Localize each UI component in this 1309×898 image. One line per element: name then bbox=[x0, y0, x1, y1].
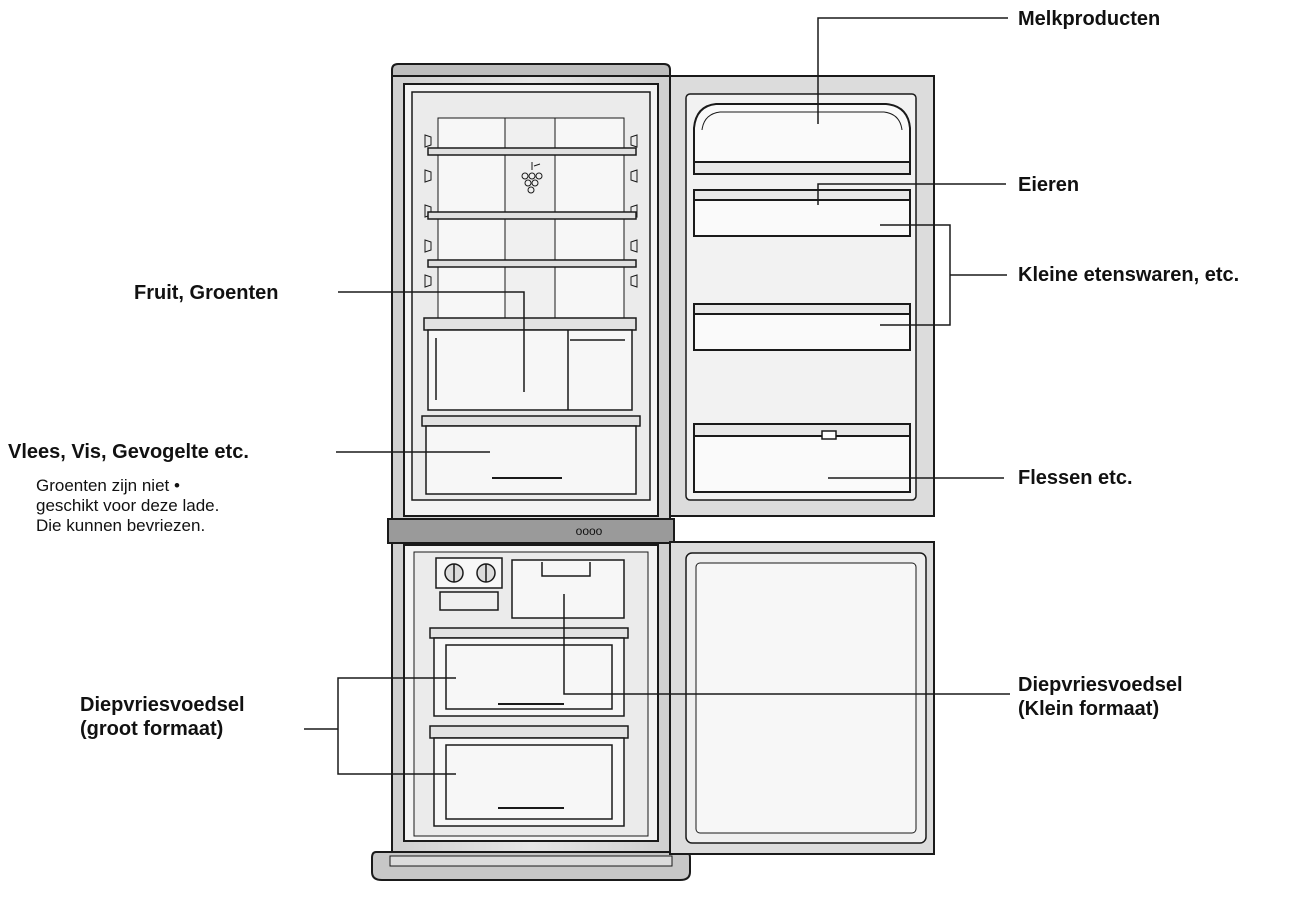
dairy-compartment bbox=[693, 103, 911, 175]
door-shelf-bottles bbox=[693, 423, 911, 493]
door-shelf-eggs bbox=[693, 189, 911, 237]
leader-diepvries-klein bbox=[563, 594, 1010, 695]
leader-melkproducten bbox=[817, 17, 1008, 124]
label-fruit-groenten: Fruit, Groenten bbox=[134, 282, 279, 304]
leader-diepvries-groot bbox=[304, 677, 456, 775]
freezer-door bbox=[669, 541, 935, 855]
label-vlees-vis: Vlees, Vis, Gevogelte etc. bbox=[8, 441, 249, 463]
leader-lines bbox=[304, 17, 1010, 775]
label-diepvries-klein-sub: (Klein formaat) bbox=[1018, 698, 1160, 720]
chiller-drawer bbox=[421, 415, 641, 495]
fridge-upper-compartment bbox=[421, 117, 641, 495]
leader-fruit-groenten bbox=[338, 291, 525, 392]
note-line-2: geschikt voor deze lade. bbox=[36, 496, 220, 515]
note-line-3: Die kunnen bevriezen. bbox=[36, 516, 206, 535]
freezer-drawer-bottom bbox=[429, 725, 629, 827]
ice-maker bbox=[435, 557, 503, 611]
leader-eieren bbox=[817, 183, 1006, 205]
leader-kleine-etenswaren bbox=[880, 224, 1007, 326]
label-diepvries-groot: Diepvriesvoedsel bbox=[80, 694, 245, 716]
label-diepvries-klein: Diepvriesvoedsel bbox=[1018, 674, 1183, 696]
label-kleine-etenswaren: Kleine etenswaren, etc. bbox=[1018, 264, 1240, 286]
freezer-compartment bbox=[429, 557, 629, 827]
label-diepvries-groot-sub: (groot formaat) bbox=[80, 718, 224, 740]
label-flessen: Flessen etc. bbox=[1018, 467, 1133, 489]
ice-tray bbox=[511, 559, 625, 619]
control-panel: oooo bbox=[576, 524, 603, 538]
control-panel-buttons: oooo bbox=[576, 524, 603, 538]
label-melkproducten: Melkproducten bbox=[1018, 8, 1161, 30]
crisper-drawer bbox=[423, 317, 637, 411]
freezer-drawer-top bbox=[429, 627, 629, 717]
door-shelf-small bbox=[693, 303, 911, 351]
glass-shelf bbox=[427, 147, 637, 268]
label-eieren: Eieren bbox=[1018, 174, 1080, 196]
note-line-1: Groenten zijn niet • bbox=[36, 476, 180, 495]
fridge-door-upper bbox=[669, 75, 935, 517]
grapes-icon bbox=[521, 162, 543, 194]
